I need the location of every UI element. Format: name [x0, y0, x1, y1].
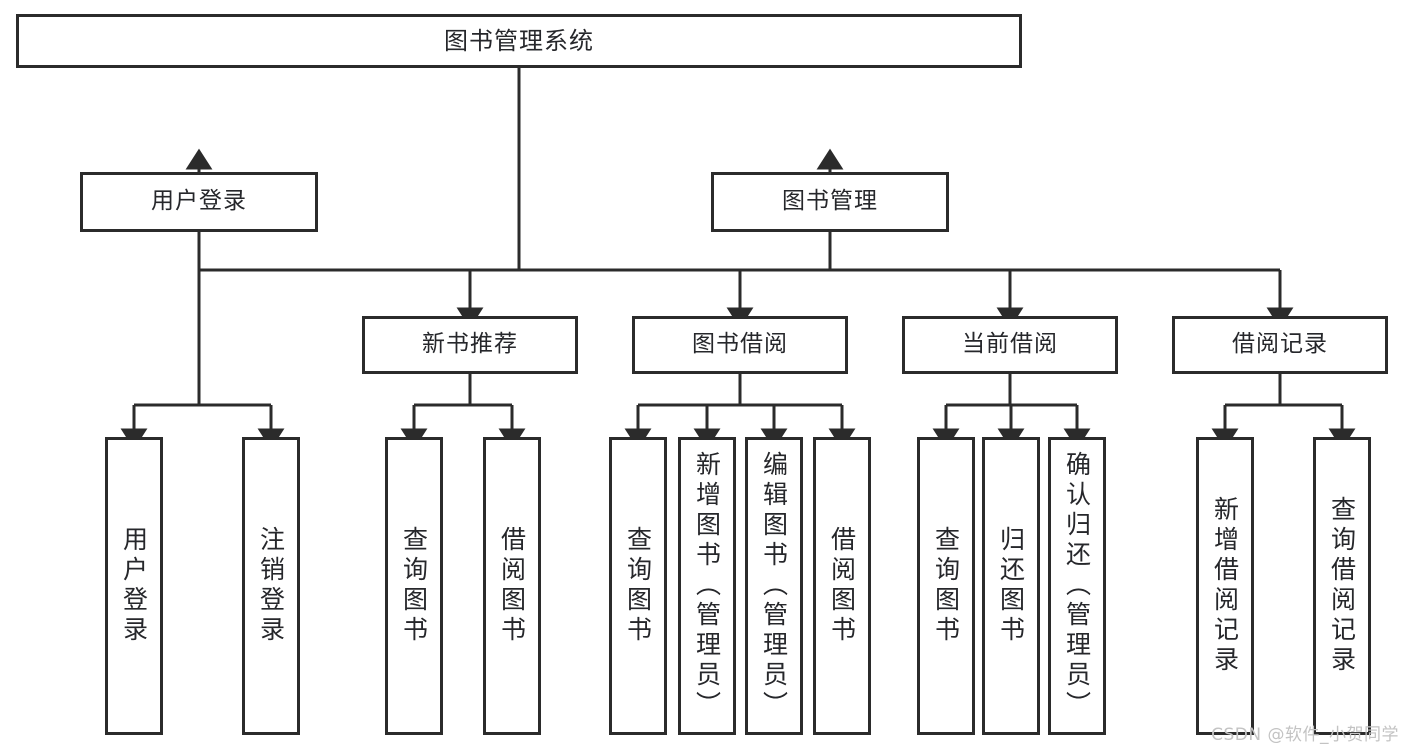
- node-label: 借阅记录: [1232, 331, 1328, 358]
- node-label: 用户登录: [119, 526, 149, 646]
- node-label: 编辑图书（管理员）: [759, 451, 789, 721]
- node-leaf-return-book[interactable]: 归还图书: [982, 437, 1040, 735]
- node-leaf-add-book-admin[interactable]: 新增图书（管理员）: [678, 437, 736, 735]
- node-label: 查询图书: [931, 526, 961, 646]
- node-label: 当前借阅: [962, 331, 1058, 358]
- node-label: 归还图书: [996, 526, 1026, 646]
- node-label: 查询图书: [399, 526, 429, 646]
- node-leaf-confirm-return-admin[interactable]: 确认归还（管理员）: [1048, 437, 1106, 735]
- node-label: 查询借阅记录: [1327, 496, 1357, 676]
- node-leaf-query-book-current[interactable]: 查询图书: [917, 437, 975, 735]
- node-leaf-logout[interactable]: 注销登录: [242, 437, 300, 735]
- node-new-book-recommend[interactable]: 新书推荐: [362, 316, 578, 374]
- node-leaf-borrow-book-recommend[interactable]: 借阅图书: [483, 437, 541, 735]
- node-leaf-add-borrow-record[interactable]: 新增借阅记录: [1196, 437, 1254, 735]
- node-book-management[interactable]: 图书管理: [711, 172, 949, 232]
- node-leaf-query-book-borrow[interactable]: 查询图书: [609, 437, 667, 735]
- node-current-borrow[interactable]: 当前借阅: [902, 316, 1118, 374]
- node-label: 新增图书（管理员）: [692, 451, 722, 721]
- node-label: 查询图书: [623, 526, 653, 646]
- node-label: 借阅图书: [827, 526, 857, 646]
- node-borrow-record[interactable]: 借阅记录: [1172, 316, 1388, 374]
- node-label: 确认归还（管理员）: [1062, 451, 1092, 721]
- node-label: 图书管理系统: [444, 26, 594, 55]
- node-label: 用户登录: [151, 188, 247, 215]
- node-book-borrow[interactable]: 图书借阅: [632, 316, 848, 374]
- node-label: 借阅图书: [497, 526, 527, 646]
- node-leaf-user-login[interactable]: 用户登录: [105, 437, 163, 735]
- node-user-login[interactable]: 用户登录: [80, 172, 318, 232]
- node-label: 图书管理: [782, 188, 878, 215]
- node-label: 新书推荐: [422, 331, 518, 358]
- node-label: 新增借阅记录: [1210, 496, 1240, 676]
- node-leaf-edit-book-admin[interactable]: 编辑图书（管理员）: [745, 437, 803, 735]
- node-leaf-borrow-book[interactable]: 借阅图书: [813, 437, 871, 735]
- node-label: 图书借阅: [692, 331, 788, 358]
- node-leaf-query-book-recommend[interactable]: 查询图书: [385, 437, 443, 735]
- node-root-system[interactable]: 图书管理系统: [16, 14, 1022, 68]
- node-leaf-query-borrow-record[interactable]: 查询借阅记录: [1313, 437, 1371, 735]
- node-label: 注销登录: [256, 526, 286, 646]
- watermark: CSDN @软件_小贺同学: [1211, 725, 1399, 745]
